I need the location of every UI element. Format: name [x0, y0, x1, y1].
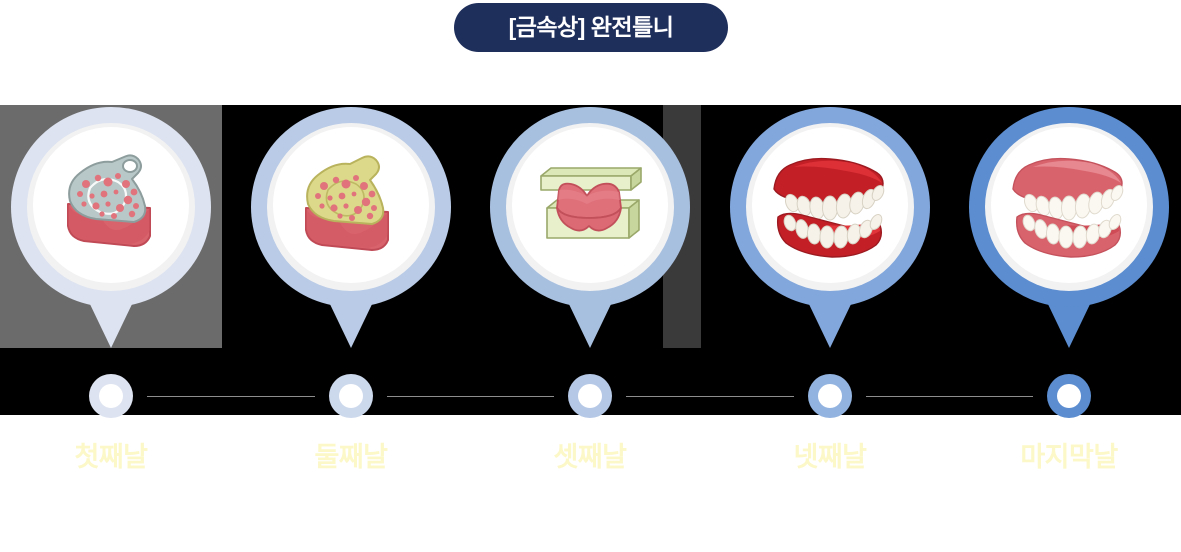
timeline-dot-core [818, 384, 842, 408]
timeline-dot-core [1057, 384, 1081, 408]
page-title-pill: [금속상] 완전틀니 [454, 3, 728, 52]
timeline-dot-step-1[interactable] [89, 374, 133, 418]
final-denture-icon [994, 131, 1144, 281]
timeline-dot-step-3[interactable] [568, 374, 612, 418]
timeline-marker-step-4[interactable] [719, 107, 941, 352]
timeline-rail [0, 374, 1181, 420]
try-in-denture-icon [755, 131, 905, 281]
timeline-marker-step-3[interactable] [479, 107, 701, 352]
timeline-connector-1-2 [147, 396, 315, 397]
timeline-dot-step-2[interactable] [329, 374, 373, 418]
timeline-marker-step-2[interactable] [240, 107, 462, 352]
timeline-connector-4-5 [866, 396, 1033, 397]
step-label-1: 첫째날 [74, 442, 148, 472]
step-label-3: 셋째날 [553, 442, 627, 472]
timeline-dot-core [99, 384, 123, 408]
wax-bite-block-icon [276, 131, 426, 281]
timeline-dot-step-5[interactable] [1047, 374, 1091, 418]
timeline-marker-step-1[interactable] [0, 107, 222, 352]
step-label-5: 마지막날 [1020, 442, 1118, 472]
impression-tray-icon [36, 131, 186, 281]
timeline-marker-step-5[interactable] [958, 107, 1180, 352]
page-title: [금속상] 완전틀니 [508, 14, 674, 40]
timeline-connector-3-4 [626, 396, 794, 397]
timeline-connector-2-3 [387, 396, 554, 397]
articulator-icon [515, 131, 665, 281]
step-label-2: 둘째날 [314, 442, 388, 472]
step-label-4: 넷째날 [793, 442, 867, 472]
timeline-dot-core [578, 384, 602, 408]
timeline-dot-core [339, 384, 363, 408]
timeline-dot-step-4[interactable] [808, 374, 852, 418]
